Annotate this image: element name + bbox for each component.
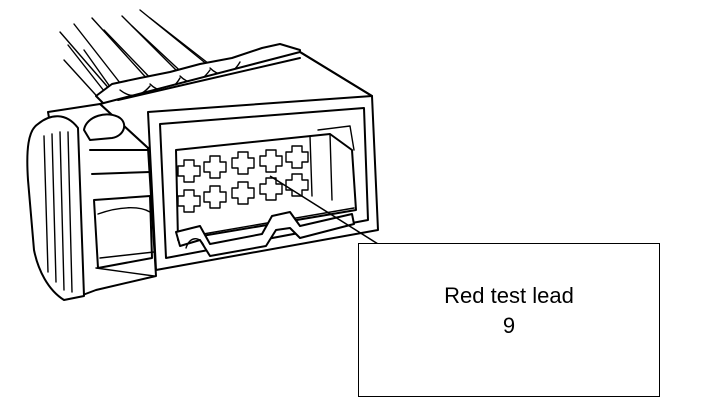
leader-line: [269, 175, 379, 245]
callout-box: Red test lead 9: [358, 243, 660, 397]
connector-body: [26, 51, 379, 301]
terminal-cavities: [177, 145, 309, 213]
callout-pin-number: 9: [502, 313, 516, 338]
callout-label: Red test lead: [444, 283, 574, 308]
